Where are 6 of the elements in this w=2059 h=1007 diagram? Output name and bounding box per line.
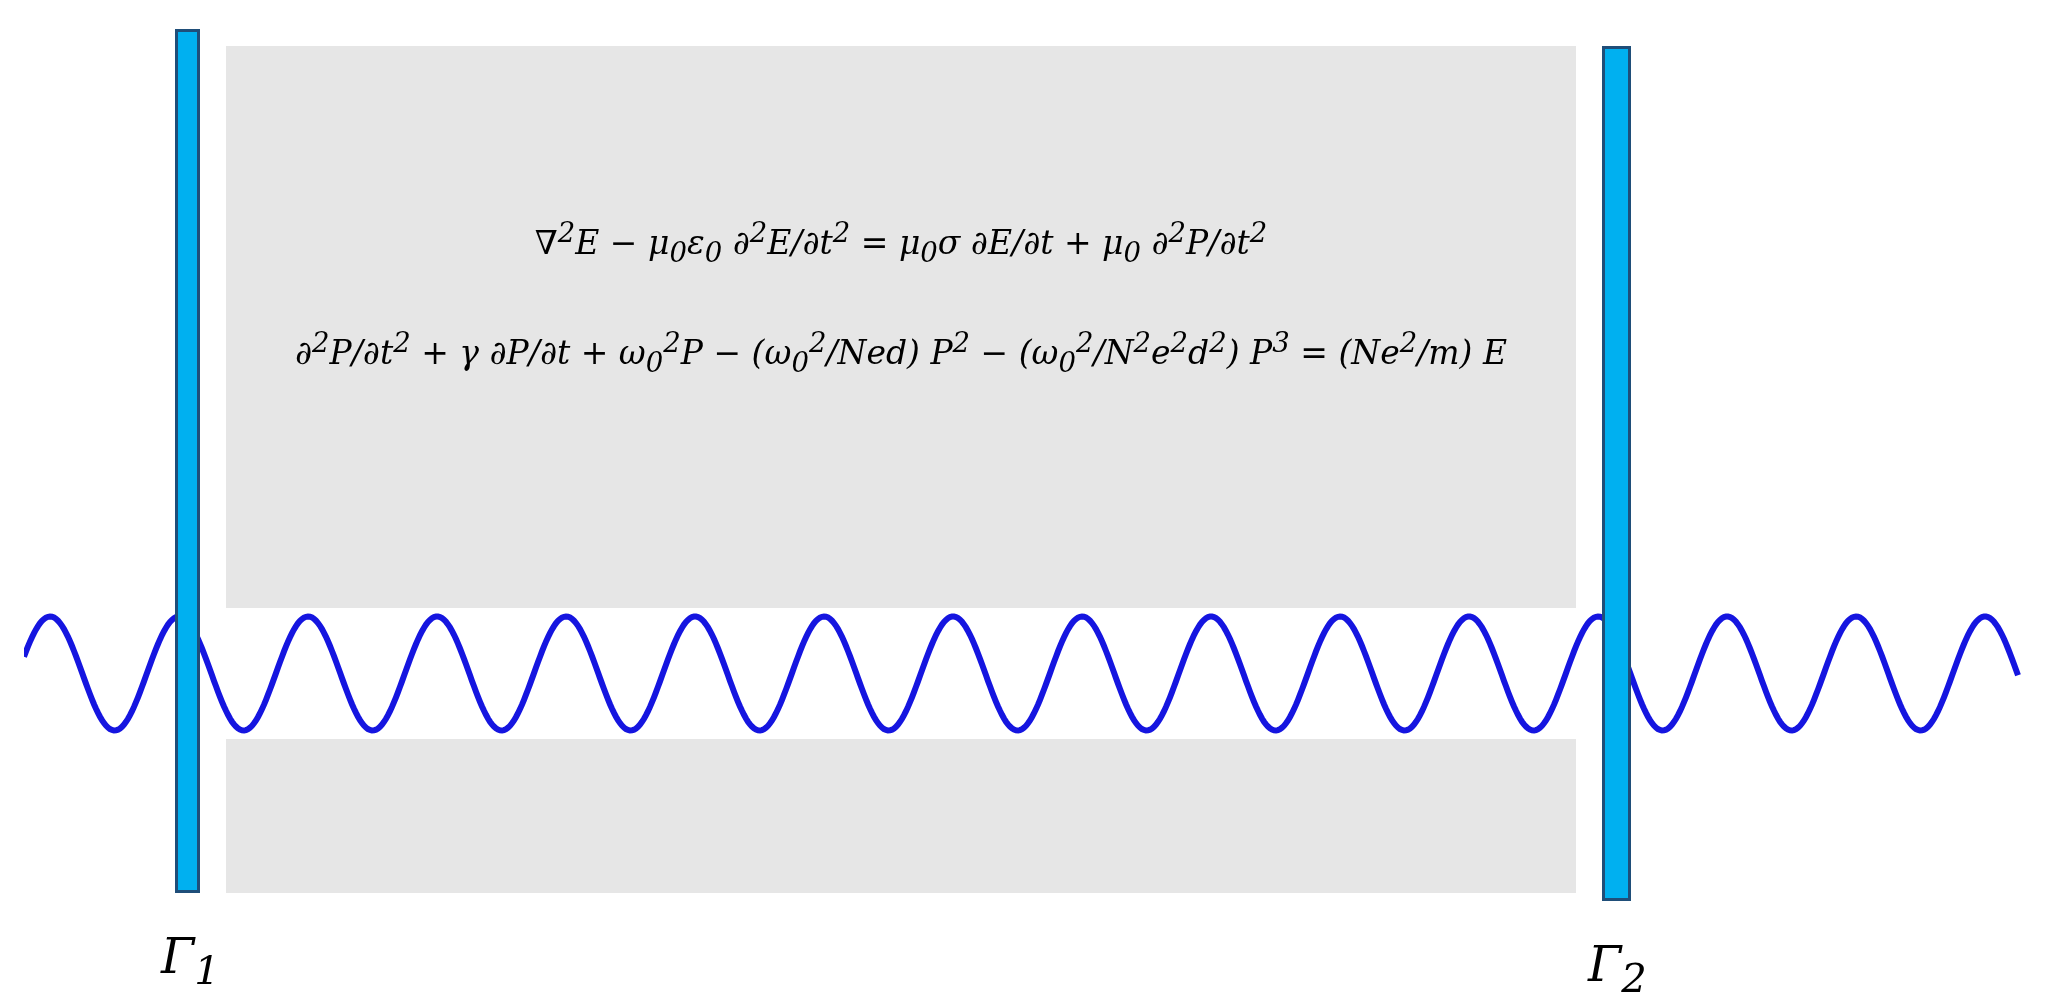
- boundary-bar: [175, 29, 200, 893]
- equation: ∂$^{2}$P/∂t$^{2}$ + γ ∂P/∂t + ω$_{0}$$^{2}$P − (ω$_{0}$$^{2}$/Ned) P$^{2}$ − (ω$_{0}$$^{2}$/N$^{2}$e$^{2}$d$^{2}$) P$^{3}$ = (Ne$^{2}$/m) E: [293, 326, 1509, 378]
- boundary-label: Γ$_{1}$: [161, 928, 220, 993]
- boundary-label: Γ$_{2}$: [1588, 936, 1647, 1001]
- equation: ∇$^{2}$E − μ$_{0}$ε$_{0}$ ∂$^{2}$E/∂t$^{2}$ = μ$_{0}$σ ∂E/∂t + μ$_{0}$ ∂$^{2}$P/∂t$^{2}$: [533, 216, 1269, 268]
- boundary-bar: [1602, 46, 1631, 901]
